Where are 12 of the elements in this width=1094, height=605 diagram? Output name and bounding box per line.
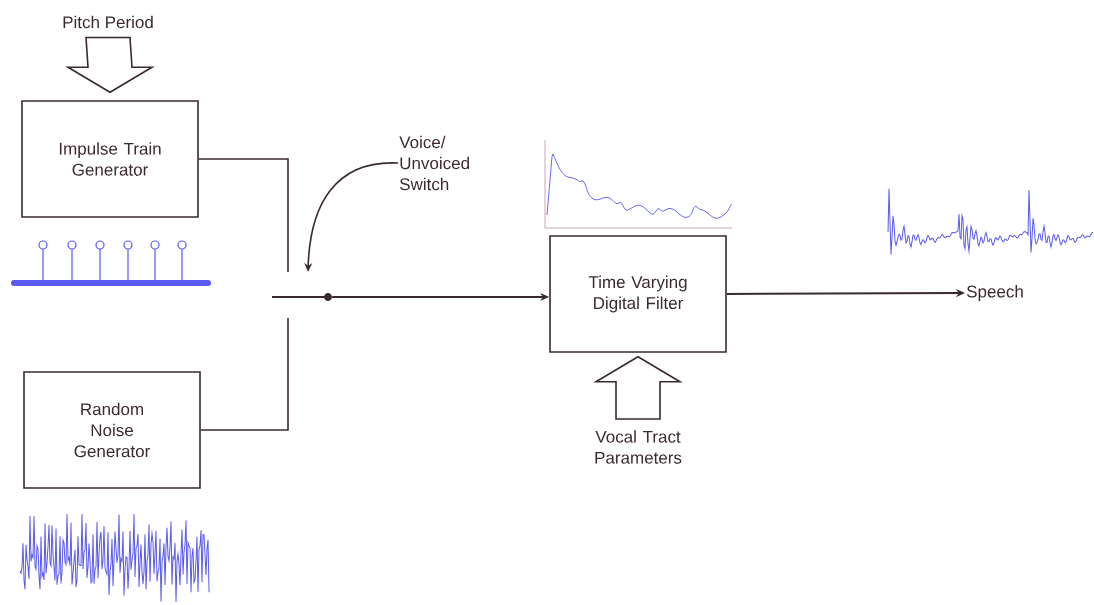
output-label: Speech bbox=[966, 285, 1023, 301]
input-label: Pitch Period bbox=[63, 15, 153, 29]
process-box: Impulse Train Generator bbox=[21, 100, 199, 218]
process-box: Time Varying Digital Filter bbox=[549, 235, 727, 353]
switch-label: Voice/ Unvoiced Switch bbox=[399, 135, 469, 191]
process-box: Random Noise Generator bbox=[23, 371, 201, 489]
connector-line bbox=[200, 317, 289, 431]
connector-line bbox=[198, 158, 289, 273]
block-arrow bbox=[65, 36, 155, 94]
block-arrow bbox=[593, 355, 683, 420]
switch-contact bbox=[324, 293, 332, 301]
input-label: Vocal Tract Parameters bbox=[595, 430, 682, 464]
